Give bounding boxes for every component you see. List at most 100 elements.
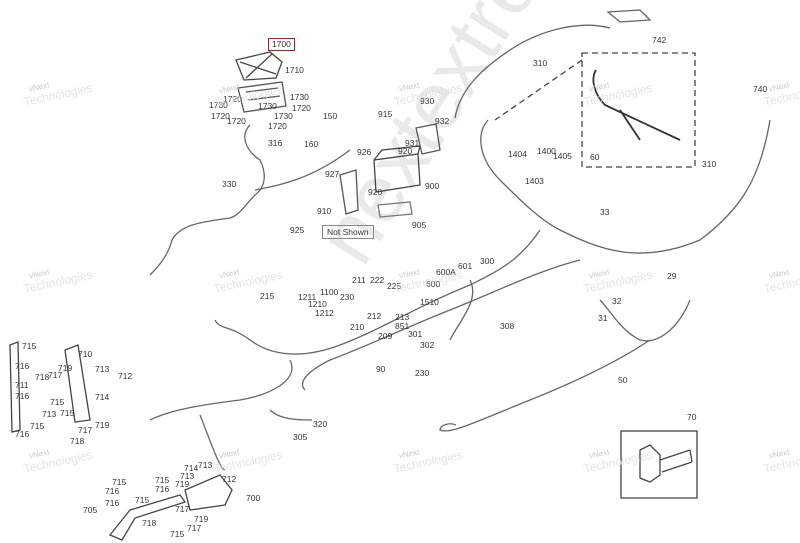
callout-212[interactable]: 212 — [367, 311, 382, 321]
callout-1212[interactable]: 1212 — [315, 308, 334, 318]
callout-301[interactable]: 301 — [408, 329, 423, 339]
callout-600[interactable]: 600 — [426, 279, 441, 289]
callout-1403[interactable]: 1403 — [525, 176, 544, 186]
callout-211[interactable]: 211 — [352, 275, 366, 285]
callout-1720[interactable]: 1720 — [292, 103, 311, 113]
callout-718[interactable]: 718 — [142, 518, 157, 528]
callout-222[interactable]: 222 — [370, 275, 385, 285]
callout-713[interactable]: 713 — [42, 409, 57, 419]
callout-225[interactable]: 225 — [387, 281, 402, 291]
callout-718[interactable]: 718 — [70, 436, 85, 446]
callout-910[interactable]: 910 — [317, 206, 332, 216]
callout-920[interactable]: 920 — [368, 187, 383, 197]
callout-31[interactable]: 31 — [598, 313, 608, 323]
callout-305[interactable]: 305 — [293, 432, 308, 442]
callout-1210[interactable]: 1210 — [308, 299, 327, 309]
callout-300[interactable]: 300 — [480, 256, 495, 266]
callout-710[interactable]: 710 — [78, 349, 93, 359]
callout-712[interactable]: 712 — [118, 371, 133, 381]
callout-713[interactable]: 713 — [95, 364, 110, 374]
callout-160[interactable]: 160 — [304, 139, 319, 149]
callout-716[interactable]: 716 — [105, 498, 120, 508]
callout-90[interactable]: 90 — [376, 364, 386, 374]
callout-316[interactable]: 316 — [268, 138, 283, 148]
callout-1720[interactable]: 1720 — [268, 121, 287, 131]
callout-310[interactable]: 310 — [533, 58, 548, 68]
callout-33[interactable]: 33 — [600, 207, 610, 217]
callout-1211[interactable]: 1211 — [298, 292, 317, 302]
callout-925[interactable]: 925 — [290, 225, 305, 235]
callout-1510[interactable]: 1510 — [420, 297, 439, 307]
callout-718[interactable]: 718 — [35, 372, 50, 382]
callout-715[interactable]: 715 — [170, 529, 185, 539]
callout-716[interactable]: 716 — [15, 361, 30, 371]
callout-705[interactable]: 705 — [83, 505, 98, 515]
callout-230[interactable]: 230 — [340, 292, 355, 302]
callout-70[interactable]: 70 — [687, 412, 697, 422]
callout-600A[interactable]: 600A — [436, 267, 456, 277]
callout-210[interactable]: 210 — [350, 322, 365, 332]
callout-1730[interactable]: 1730 — [258, 101, 277, 111]
callout-302[interactable]: 302 — [420, 340, 435, 350]
callout-715[interactable]: 715 — [155, 475, 170, 485]
callout-926[interactable]: 926 — [357, 147, 372, 157]
callout-719[interactable]: 719 — [95, 420, 110, 430]
callout-1720[interactable]: 1720 — [223, 94, 242, 104]
callout-715[interactable]: 715 — [60, 408, 75, 418]
callout-29[interactable]: 29 — [667, 271, 677, 281]
callout-717[interactable]: 717 — [187, 523, 202, 533]
callout-308[interactable]: 308 — [500, 321, 515, 331]
callout-714[interactable]: 714 — [95, 392, 110, 402]
callout-330[interactable]: 330 — [222, 179, 237, 189]
callout-1404[interactable]: 1404 — [508, 149, 527, 159]
callout-1100[interactable]: 1100 — [320, 287, 339, 297]
callout-711[interactable]: 711 — [15, 380, 29, 390]
callout-742[interactable]: 742 — [652, 35, 667, 45]
callout-717[interactable]: 717 — [78, 425, 93, 435]
callout-713[interactable]: 713 — [198, 460, 213, 470]
callout-716[interactable]: 716 — [15, 391, 30, 401]
callout-320[interactable]: 320 — [313, 419, 328, 429]
callout-32[interactable]: 32 — [612, 296, 622, 306]
callout-740[interactable]: 740 — [753, 84, 768, 94]
callout-719[interactable]: 719 — [194, 514, 209, 524]
callout-213[interactable]: 213 — [395, 312, 410, 322]
callout-905[interactable]: 905 — [412, 220, 427, 230]
callout-930[interactable]: 930 — [420, 96, 435, 106]
callout-716[interactable]: 716 — [105, 486, 120, 496]
callout-700[interactable]: 700 — [246, 493, 261, 503]
callout-851[interactable]: 851 — [395, 321, 410, 331]
callout-717[interactable]: 717 — [175, 504, 190, 514]
callout-927[interactable]: 927 — [325, 169, 340, 179]
callout-716[interactable]: 716 — [155, 484, 170, 494]
callout-715[interactable]: 715 — [50, 397, 65, 407]
callout-715[interactable]: 715 — [30, 421, 45, 431]
callout-900[interactable]: 900 — [425, 181, 440, 191]
callout-1720[interactable]: 1720 — [211, 111, 230, 121]
callout-1405[interactable]: 1405 — [553, 151, 572, 161]
callout-1720[interactable]: 1720 — [227, 116, 246, 126]
callout-601[interactable]: 601 — [458, 261, 473, 271]
callout-150[interactable]: 150 — [323, 111, 338, 121]
callout-719[interactable]: 719 — [58, 363, 73, 373]
callout-931[interactable]: 931 — [405, 138, 420, 148]
callout-714[interactable]: 714 — [184, 463, 199, 473]
callout-716[interactable]: 716 — [15, 429, 30, 439]
callout-915[interactable]: 915 — [378, 109, 393, 119]
callout-719[interactable]: 719 — [175, 479, 190, 489]
callout-1730[interactable]: 1730 — [209, 100, 228, 110]
callout-712[interactable]: 712 — [222, 474, 237, 484]
callout-932[interactable]: 932 — [435, 116, 450, 126]
callout-1730[interactable]: 1730 — [290, 92, 309, 102]
callout-1400[interactable]: 1400 — [537, 146, 556, 156]
callout-717[interactable]: 717 — [48, 370, 63, 380]
callout-209[interactable]: 209 — [378, 331, 393, 341]
callout-1730[interactable]: 1730 — [274, 111, 293, 121]
callout-920[interactable]: 920 — [398, 146, 413, 156]
callout-715[interactable]: 715 — [112, 477, 127, 487]
callout-713[interactable]: 713 — [180, 471, 195, 481]
callout-715[interactable]: 715 — [135, 495, 150, 505]
callout-60[interactable]: 60 — [590, 152, 600, 162]
callout-230[interactable]: 230 — [415, 368, 430, 378]
callout-1700-highlighted[interactable]: 1700 — [268, 38, 295, 51]
